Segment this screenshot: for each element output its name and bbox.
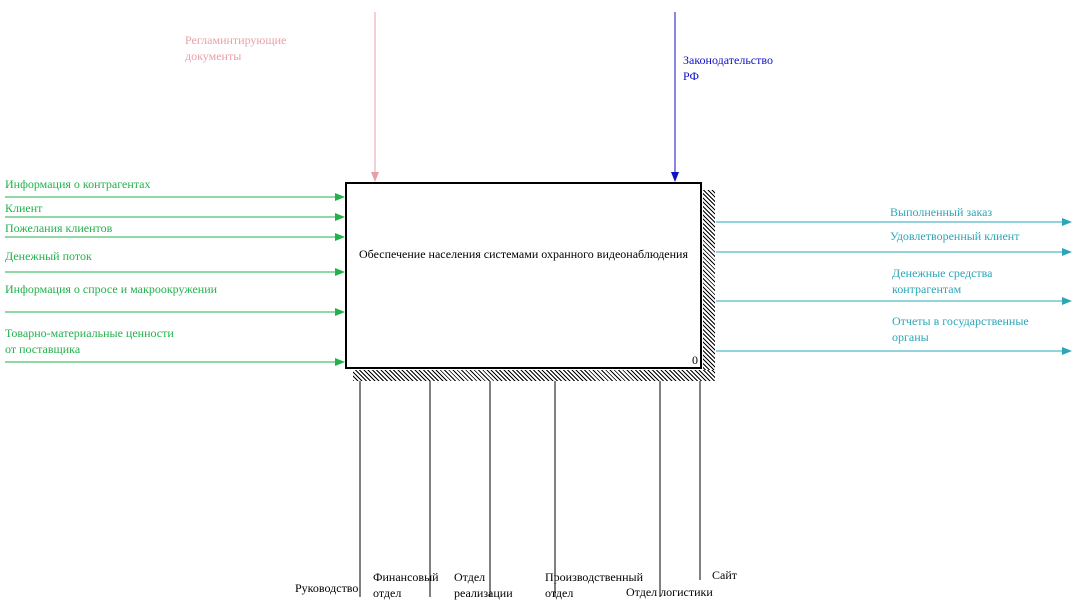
input-label-2: Клиент — [5, 201, 43, 215]
activity-box-title: Обеспечение населения системами охранног… — [345, 246, 702, 262]
activity-box[interactable] — [345, 182, 702, 369]
output-label-1: Выполненный заказ — [890, 205, 993, 219]
activity-box-number: 0 — [692, 353, 698, 367]
mechanism-label-6: Сайт — [712, 568, 737, 582]
activity-title-line1: Обеспечение населения системами — [359, 247, 539, 261]
activity-box-shadow-right — [703, 190, 715, 381]
input-label-3: Пожелания клиентов — [5, 221, 113, 235]
mechanism-label-1: Руководство — [295, 581, 359, 595]
output-label-2: Удовлетворенный клиент — [890, 229, 1020, 243]
input-label-4: Денежный поток — [5, 249, 92, 263]
input-label-1: Информация о контрагентах — [5, 177, 151, 191]
activity-box-shadow-bottom — [353, 370, 715, 381]
mechanism-label-5: Отдел логистики — [626, 585, 713, 599]
activity-title-line2: охранного видеонаблюдения — [541, 247, 688, 261]
input-label-5: Информация о спросе и макроокружении — [5, 282, 218, 296]
